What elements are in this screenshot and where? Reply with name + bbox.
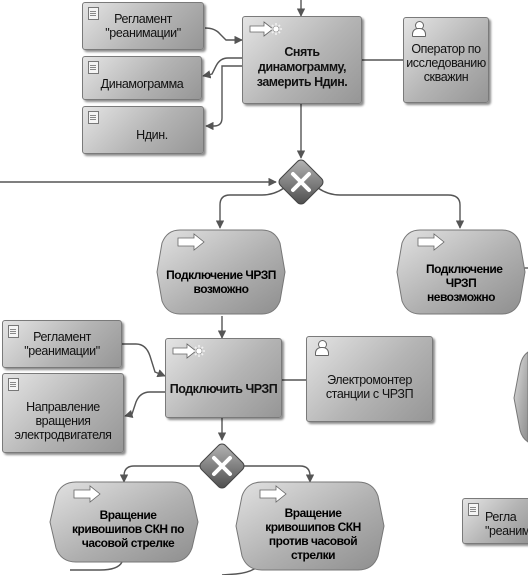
doc-reglament-partial[interactable]: Регла "реаним	[462, 498, 528, 544]
connector-xor2-po	[119, 465, 206, 483]
doc-dinamogramma[interactable]: Динамограмма	[82, 56, 202, 100]
connector-xor2-protiv	[238, 465, 315, 483]
event-shape-po-chasovoy	[49, 481, 199, 563]
func-snyat-label: Снять динамограмму, замерить Ндин.	[256, 44, 348, 89]
person-icon	[315, 340, 329, 356]
doc-napravlenie-label: Направление вращения электродвигателя	[14, 400, 112, 442]
role-elektromonter[interactable]: Электромонтер станции с ЧРЗП	[306, 336, 433, 422]
func-podkluchit-label: Подключить ЧРЗП	[169, 381, 278, 396]
event-protiv-chasovoy-label: Вращение кривошипов СКН против часовой с…	[265, 506, 361, 562]
arrow-burst-icon	[172, 343, 205, 359]
xor-cross-icon	[212, 456, 232, 476]
document-icon	[8, 378, 19, 391]
arrow-icon	[417, 233, 445, 251]
event-po-chasovoy[interactable]: Вращение кривошипов СКН по часовой стрел…	[60, 504, 196, 554]
document-icon	[8, 325, 19, 338]
event-vozmozhno-label: Подключение ЧРЗП возможно	[166, 268, 276, 296]
event-shape-vozmozhno	[156, 229, 286, 315]
doc-reglament-1-label: Регламент "реанимации"	[105, 12, 181, 40]
connector-reglament-func	[204, 27, 243, 45]
event-shapes	[49, 229, 528, 571]
xor-cross-icon	[291, 172, 311, 192]
role-elektromonter-label: Электромонтер станции с ЧРЗП	[325, 373, 414, 401]
doc-reglament-2-label: Регламент "реанимации"	[24, 330, 100, 358]
doc-ndin[interactable]: Ндин.	[82, 106, 204, 154]
document-icon	[88, 7, 99, 20]
connector-func-dinamogramma	[202, 57, 242, 79]
person-icon	[412, 21, 426, 37]
event-shape-partial-right	[513, 351, 528, 443]
event-vozmozhno[interactable]: Подключение ЧРЗП возможно	[160, 256, 282, 308]
xor-gateway-2	[199, 443, 245, 489]
connector-reglament2-func2	[122, 343, 166, 378]
event-nevozmozhno[interactable]: Подключение ЧРЗП невозможно	[400, 256, 522, 310]
func-snyat-dinamogrammu[interactable]: Снять динамограмму, замерить Ндин.	[242, 16, 362, 104]
doc-ndin-label: Ндин.	[136, 128, 168, 142]
xor-gateway-1	[278, 159, 324, 205]
connector-func2-napravlenie	[124, 391, 165, 418]
event-icons	[73, 233, 445, 503]
event-protiv-chasovoy[interactable]: Вращение кривошипов СКН против часовой с…	[246, 502, 380, 566]
doc-napravlenie[interactable]: Направление вращения электродвигателя	[2, 373, 124, 453]
arrow-burst-icon	[249, 21, 282, 37]
connector-protiv-out	[221, 567, 257, 575]
connector-func-ndin	[205, 65, 242, 131]
arrow-icon	[73, 485, 101, 503]
connector-po-out	[70, 561, 123, 571]
document-icon	[88, 61, 99, 74]
document-icon	[88, 111, 99, 124]
event-po-chasovoy-label: Вращение кривошипов СКН по часовой стрел…	[72, 508, 185, 550]
role-operator-label: Оператор по исследованию скважин	[406, 42, 486, 84]
connector-xor1-vozmozhno	[215, 187, 285, 229]
connector-xor1-nevozmozhno	[317, 187, 465, 229]
event-nevozmozhno-label: Подключение ЧРЗП невозможно	[426, 262, 503, 304]
arrow-icon	[259, 485, 287, 503]
event-shape-nevozmozhno	[396, 229, 526, 315]
doc-reglament-partial-label: Регла "реаним	[485, 510, 528, 538]
event-shape-protiv-chasovoy	[235, 481, 385, 571]
doc-reglament-1[interactable]: Регламент "реанимации"	[82, 2, 204, 50]
document-icon	[468, 503, 479, 516]
doc-reglament-2[interactable]: Регламент "реанимации"	[2, 320, 122, 368]
doc-dinamogramma-label: Динамограмма	[100, 77, 184, 91]
role-operator[interactable]: Оператор по исследованию скважин	[403, 17, 489, 103]
func-podkluchit[interactable]: Подключить ЧРЗП	[165, 338, 282, 418]
arrow-icon	[177, 233, 205, 251]
